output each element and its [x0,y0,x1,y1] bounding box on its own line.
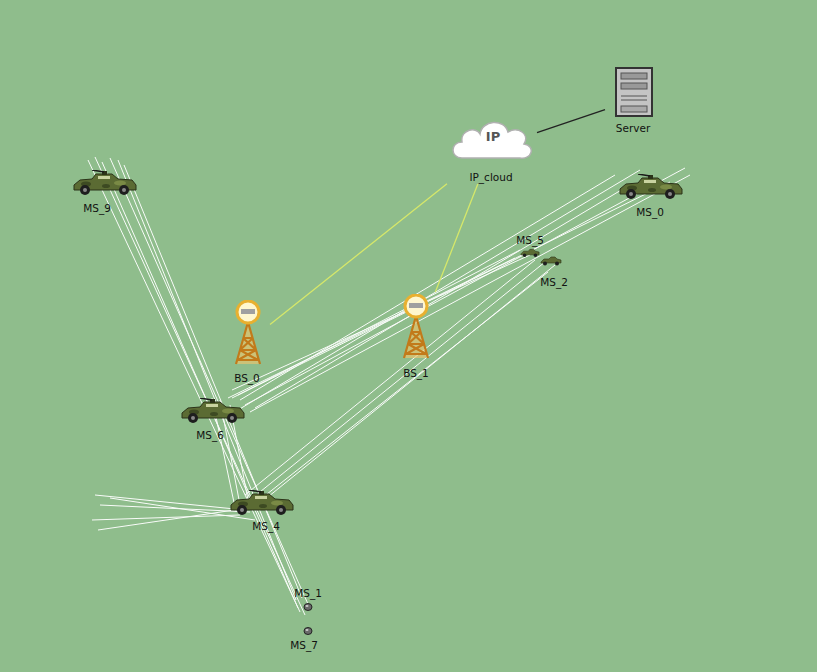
node-label: MS_6 [196,428,224,442]
node-label: IP_cloud [469,170,512,184]
small-symbol [541,257,561,266]
node-label: MS_1 [294,586,322,600]
mobile-station: MS_2 [528,254,572,288]
tower-symbol [404,295,428,358]
mobile-station: MS_6 [178,394,248,442]
node-label: MS_2 [540,275,568,289]
node-label: MS_0 [636,205,664,219]
base-station: BS_1 [396,292,440,380]
ip-cloud-node: IP IP_cloud [447,112,537,184]
vehicle-symbol [74,170,136,195]
node-label: BS_1 [403,366,429,380]
mobile-station: MS_9 [70,166,140,216]
vehicle-symbol [620,174,682,199]
trajectory-lines [88,157,690,615]
node-label: MS_7 [290,638,318,652]
node-label: MS_5 [516,233,544,247]
mobile-station: MS_0 [615,168,687,218]
node-label: MS_4 [252,519,280,533]
vehicle-symbol [182,398,244,423]
server-symbol [616,68,652,116]
device-symbol [304,604,312,611]
mobile-station: MS_7 [286,624,326,654]
cloud-symbol [453,122,531,158]
mobile-station: MS_5 [512,232,548,264]
vehicle-symbol [231,490,293,515]
node-label: MS_9 [83,201,111,215]
cloud-text: IP [486,130,500,144]
node-label: Server [616,121,650,135]
server-node: Server [605,64,661,136]
mobile-station: MS_1 [290,584,326,616]
network-link [537,110,605,133]
tower-symbol [236,301,260,364]
base-station: BS_0 [226,298,270,386]
tower-icon [396,292,440,380]
device-symbol [304,628,312,635]
mobile-station: MS_4 [226,486,298,534]
network-link [435,184,478,292]
node-label: BS_0 [234,371,260,385]
small-symbol [521,249,539,257]
